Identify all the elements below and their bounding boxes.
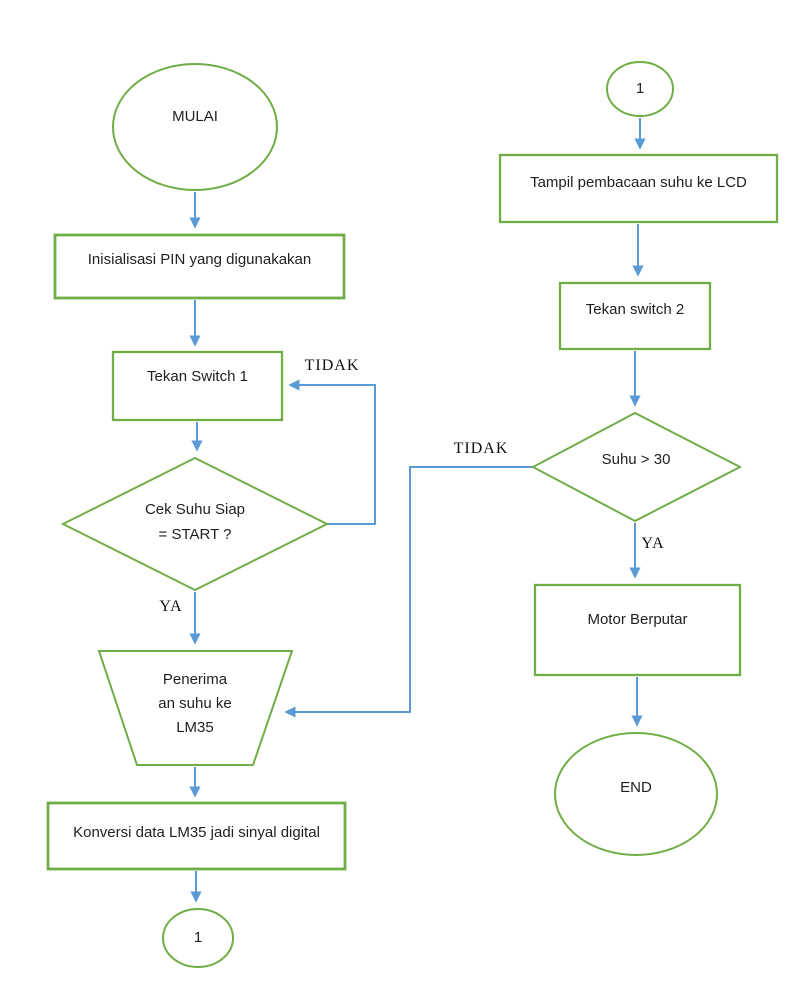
process-konversi-shape xyxy=(46,801,347,871)
terminator-end-shape xyxy=(554,732,718,856)
connector-left-shape xyxy=(162,908,234,968)
decision2-diamond-shape xyxy=(530,411,743,523)
manual-input-lm35-shape xyxy=(97,650,294,766)
process-tampil-shape xyxy=(498,153,779,224)
decision1-diamond-shape xyxy=(60,456,330,592)
terminator-mulai-shape xyxy=(112,63,278,191)
process-init-shape xyxy=(53,233,346,300)
process-switch1-shape xyxy=(111,350,284,422)
process-switch2-shape xyxy=(558,281,712,351)
arrow-decision2-no-to-input xyxy=(284,466,533,718)
process-motor-shape xyxy=(533,583,742,677)
arrow-decision1-no-loop xyxy=(288,379,376,525)
connector-right-shape xyxy=(606,61,674,117)
